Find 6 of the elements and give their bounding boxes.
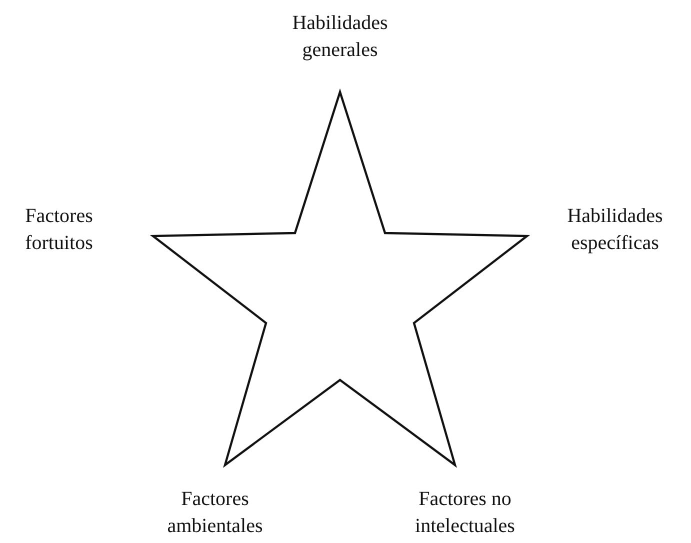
point-label: Factores ambientales	[166, 487, 264, 539]
point-label: Factores no intelectuales	[414, 487, 516, 539]
point-label: Factores fortuitos	[24, 204, 94, 256]
point-label: Habilidades generales	[291, 11, 389, 63]
point-label: Habilidades específicas	[566, 204, 664, 256]
star-shape	[150, 88, 530, 468]
